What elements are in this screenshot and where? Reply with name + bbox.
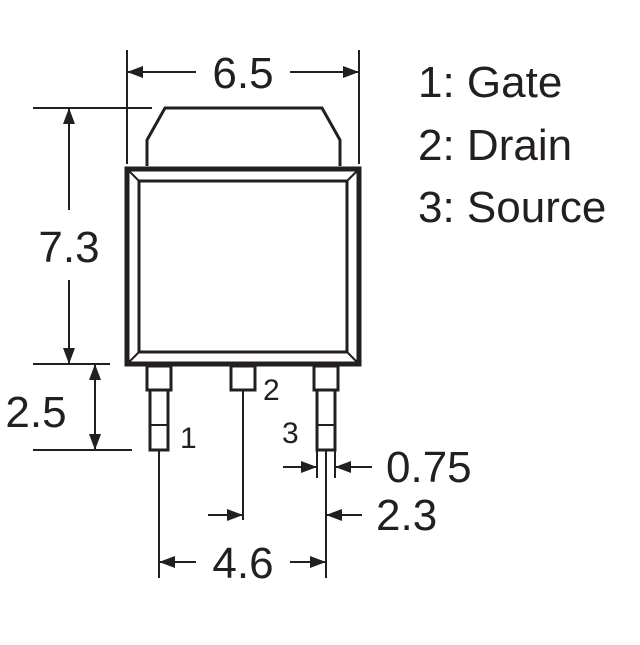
dim-lead-length: [89, 364, 101, 450]
dim-width-top-label: 6.5: [212, 49, 273, 98]
dim-lead-length-label: 2.5: [5, 388, 66, 437]
bevel-br: [346, 351, 360, 365]
dim-pitch-label: 2.3: [376, 491, 437, 540]
dim-lead-width: [283, 461, 372, 473]
dim-lead-width-label: 0.75: [386, 443, 472, 492]
lead-3: [312, 364, 340, 452]
bevel-tl: [126, 168, 140, 182]
dim-outer-pitch-label: 4.6: [212, 539, 273, 588]
legend-gate: 1: Gate: [418, 58, 562, 107]
pin-number-1: 1: [180, 422, 197, 455]
pin-number-2: 2: [263, 374, 280, 407]
lead-1: [145, 364, 173, 452]
legend-drain: 2: Drain: [418, 121, 572, 170]
pin-number-3: 3: [282, 417, 299, 450]
package-body-inner: [137, 179, 349, 354]
dim-width-top: [127, 66, 359, 78]
bevel-bl: [126, 351, 140, 365]
lead-2: [229, 364, 257, 392]
dim-pitch: [208, 509, 362, 521]
package-tab: [145, 106, 342, 166]
bevel-tr: [346, 168, 360, 182]
legend-source: 3: Source: [418, 183, 606, 232]
dim-height-body-label: 7.3: [38, 223, 99, 272]
dim-height-body: [63, 108, 75, 364]
dim-outer-pitch: [159, 556, 326, 568]
package-body-outer: [124, 166, 362, 367]
